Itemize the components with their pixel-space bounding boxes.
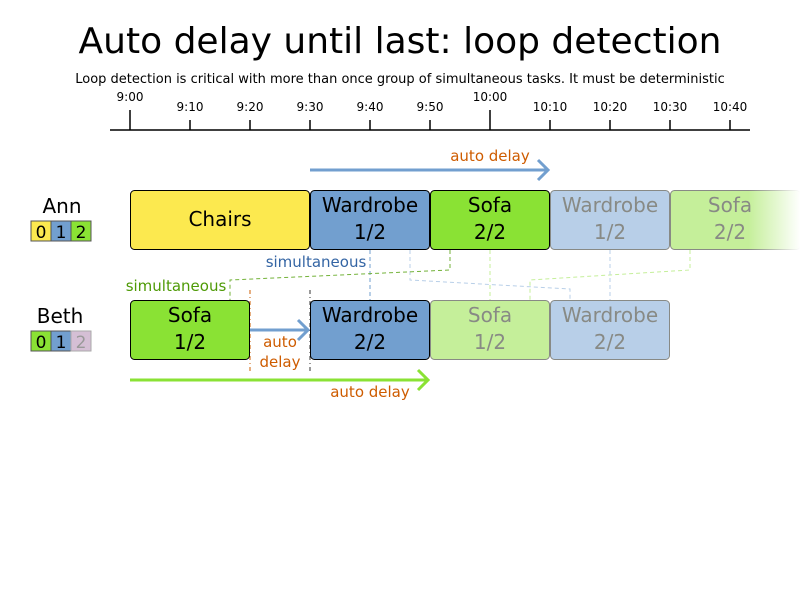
auto-delay-label-bottom: auto delay — [330, 383, 410, 401]
auto-delay-label-top: auto delay — [450, 147, 530, 165]
simultaneous-label-green: simultaneous — [126, 277, 227, 295]
task-name: Sofa — [168, 303, 212, 327]
axis-tick-label: 10:40 — [713, 100, 748, 114]
task-name: Sofa — [708, 193, 752, 217]
axis-tick-label: 9:30 — [297, 100, 324, 114]
task-part: 1/2 — [594, 220, 626, 244]
faded-simultaneous-link — [409, 250, 571, 300]
arrows — [130, 158, 551, 392]
timeline-axis: 9:00 9:10 9:20 9:30 9:40 9:50 10:00 10:10 10:20 1… — [110, 90, 750, 131]
task-ann-sofa: Sofa 2/2 — [430, 190, 550, 250]
axis-tick-label: 9:50 — [417, 100, 444, 114]
axis-tick-label: 9:20 — [237, 100, 264, 114]
legend-cell — [70, 220, 92, 242]
axis-tick-label: 9:00 — [117, 90, 144, 104]
legend-label: 1 — [56, 223, 67, 243]
task-part: 2/2 — [354, 330, 386, 354]
axis-tick-label: 10:30 — [653, 100, 688, 114]
task-part: 1/2 — [174, 330, 206, 354]
legend-label: 0 — [36, 223, 47, 243]
legend-label: 1 — [56, 333, 67, 353]
legend-beth: 0 1 2 — [30, 330, 92, 353]
legend-label: 2 — [76, 333, 87, 353]
axis-tick-label: 10:00 — [473, 90, 508, 104]
legend-label: 0 — [36, 333, 47, 353]
task-name: Wardrobe — [562, 303, 658, 327]
task-part: 2/2 — [474, 220, 506, 244]
axis-tick-label: 10:10 — [533, 100, 568, 114]
person-name-ann: Ann — [42, 194, 81, 218]
simultaneous-label-blue: simultaneous — [266, 253, 367, 271]
legend-ann: 0 1 2 — [30, 220, 92, 243]
task-name: Chairs — [188, 207, 251, 231]
arrowhead-icon — [296, 318, 311, 342]
legend-cell — [70, 330, 92, 352]
arrowhead-icon — [416, 368, 431, 392]
task-ann-sofa-faded: Sofa 2/2 — [670, 190, 800, 250]
task-beth-sofa-faded: Sofa 1/2 — [430, 300, 550, 360]
task-ann-chairs: Chairs — [130, 190, 310, 250]
task-name: Wardrobe — [322, 303, 418, 327]
legend-label: 2 — [76, 223, 87, 243]
task-ann-wardrobe-faded: Wardrobe 1/2 — [550, 190, 670, 250]
person-name-beth: Beth — [37, 304, 84, 328]
task-ann-wardrobe: Wardrobe 1/2 — [310, 190, 430, 250]
connectors — [229, 250, 691, 372]
task-name: Sofa — [468, 303, 512, 327]
task-beth-wardrobe: Wardrobe 2/2 — [310, 300, 430, 360]
task-part: 1/2 — [474, 330, 506, 354]
axis-tick-label: 10:20 — [593, 100, 628, 114]
page-title: Auto delay until last: loop detection — [79, 21, 722, 62]
task-name: Wardrobe — [562, 193, 658, 217]
task-name: Sofa — [468, 193, 512, 217]
task-name: Wardrobe — [322, 193, 418, 217]
arrowhead-icon — [536, 158, 551, 182]
task-part: 2/2 — [714, 220, 746, 244]
task-beth-sofa: Sofa 1/2 — [130, 300, 250, 360]
task-beth-wardrobe-faded: Wardrobe 2/2 — [550, 300, 670, 360]
auto-delay-label-mid: delay — [260, 353, 301, 371]
subtitle: Loop detection is critical with more tha… — [75, 72, 725, 87]
auto-delay-label-mid: auto — [263, 333, 297, 351]
task-part: 2/2 — [594, 330, 626, 354]
task-part: 1/2 — [354, 220, 386, 244]
axis-tick-label: 9:10 — [177, 100, 204, 114]
simultaneous-link-green — [229, 250, 451, 300]
axis-tick-label: 9:40 — [357, 100, 384, 114]
